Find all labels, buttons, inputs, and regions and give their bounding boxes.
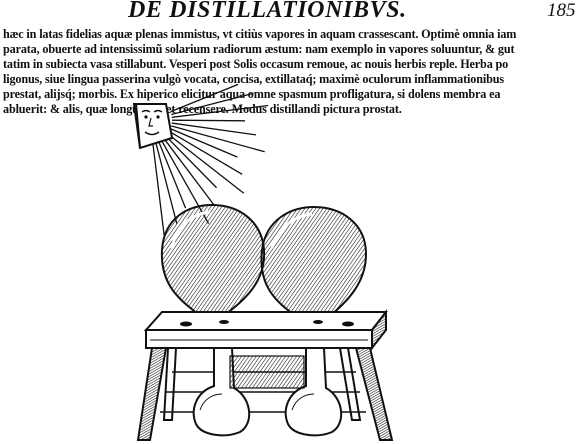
sun-ray — [152, 141, 166, 239]
sun-ray — [164, 135, 218, 189]
text-line-3: tatim in subiecta vasa stillabunt. Vespe… — [3, 56, 509, 71]
sun-ray — [171, 92, 254, 116]
page-number: 185 — [547, 0, 576, 21]
left-glass-globe — [160, 203, 266, 315]
sun-ray — [168, 130, 243, 175]
sun-ray — [171, 119, 246, 122]
sun-ray — [171, 104, 269, 118]
text-line-2: parata, obuerte ad intensissimũ solarium… — [3, 41, 515, 56]
sun-face-icon — [132, 83, 269, 239]
sun-ray — [169, 127, 238, 158]
receiving-flasks — [192, 347, 342, 437]
sun-ray — [157, 140, 187, 209]
text-line-4: ligonus, siue lingua passerina vulgò voc… — [3, 71, 504, 86]
text-line-6: abluerit: & alis, quæ longum esset recen… — [3, 101, 402, 116]
right-glass-globe — [260, 205, 368, 317]
sun-ray — [166, 133, 245, 194]
stand-board — [143, 309, 389, 351]
sun-ray — [162, 137, 215, 206]
running-title: DE DISTILLATIONIBVS. — [128, 0, 407, 23]
sun-ray — [170, 83, 239, 113]
page-header: DE DISTILLATIONIBVS. 185 — [0, 0, 583, 26]
sun-ray — [171, 125, 265, 153]
text-line-1: hæc in latas fidelias aquæ plenas immist… — [3, 27, 517, 41]
sun-ray — [171, 122, 257, 136]
sun-ray — [154, 141, 178, 224]
